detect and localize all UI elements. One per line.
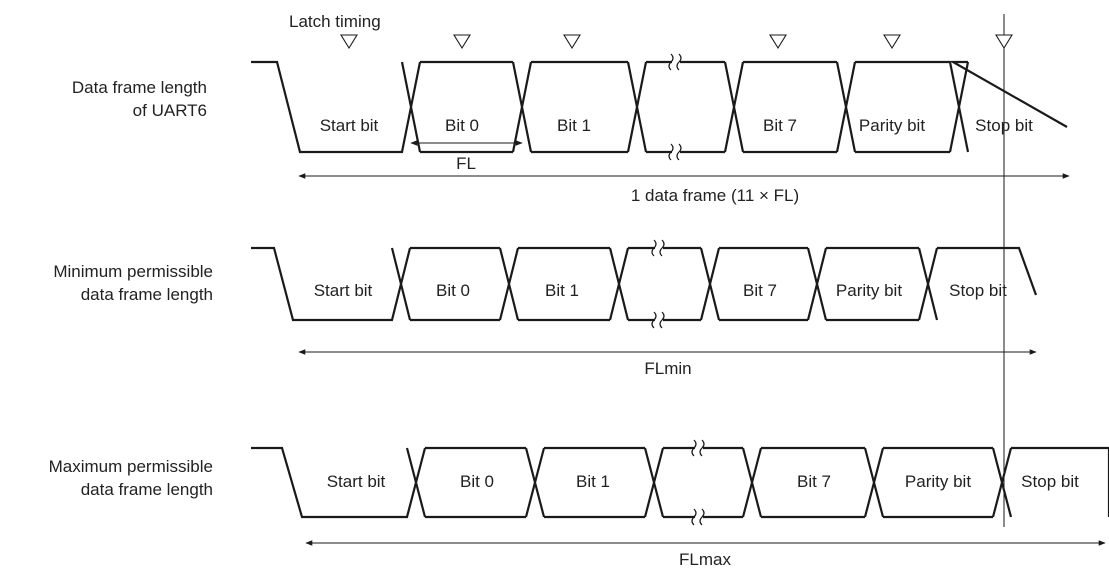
waveform-minimum xyxy=(251,239,1038,329)
latch-timing-label: Latch timing xyxy=(289,12,381,31)
break-mark xyxy=(668,143,674,161)
break-mark xyxy=(691,439,697,457)
row-label-minimum: Minimum permissible data frame length xyxy=(53,262,213,304)
bit-label-stop: Stop bit xyxy=(975,116,1033,135)
bit-crossing xyxy=(498,247,520,321)
bit-labels-minimum: Start bit Bit 0 Bit 1 Bit 7 Parity bit S… xyxy=(314,281,1007,300)
bit-crossing xyxy=(948,61,970,153)
bit-label-bit7: Bit 7 xyxy=(763,116,797,135)
latch-timing-triangle xyxy=(563,34,581,50)
bit-crossing xyxy=(991,447,1013,518)
bit-cell xyxy=(743,60,837,154)
bit-cell xyxy=(855,60,950,154)
row-label-maximum: Maximum permissible data frame length xyxy=(49,457,213,499)
bit-cell xyxy=(531,60,628,154)
fl-label: FL xyxy=(456,154,476,173)
bit-label-bit7: Bit 7 xyxy=(797,472,831,491)
bit-label-start: Start bit xyxy=(314,281,373,300)
bit-crossing xyxy=(400,61,422,153)
break-mark xyxy=(659,239,665,257)
latch-timing-marks xyxy=(340,34,1013,50)
bit-label-stop: Stop bit xyxy=(949,281,1007,300)
bit-crossing xyxy=(699,247,721,321)
bit-crossing xyxy=(806,247,828,321)
stop-bit-line xyxy=(1011,446,1109,517)
bit-label-start: Start bit xyxy=(327,472,386,491)
row-label-line: Maximum permissible xyxy=(49,457,213,476)
break-mark xyxy=(668,53,674,71)
bit-crossing xyxy=(741,447,763,518)
stop-bit-line xyxy=(948,60,1068,128)
bit-label-bit0: Bit 0 xyxy=(460,472,494,491)
bit-cell xyxy=(883,446,993,519)
break-mark xyxy=(651,311,657,329)
row-label-line: data frame length xyxy=(81,480,213,499)
bit-label-bit0: Bit 0 xyxy=(436,281,470,300)
bit-label-stop: Stop bit xyxy=(1021,472,1079,491)
bit-label-start: Start bit xyxy=(320,116,379,135)
latch-timing-triangle xyxy=(340,34,358,50)
latch-timing-triangle xyxy=(883,34,901,50)
waveform-maximum xyxy=(251,439,1109,526)
bit-crossing xyxy=(917,247,939,321)
bit-crossing xyxy=(626,61,648,153)
bit-cell xyxy=(410,246,500,322)
bit-label-bit1: Bit 1 xyxy=(545,281,579,300)
bit-label-parity: Parity bit xyxy=(836,281,902,300)
bit-crossing xyxy=(511,61,533,153)
bit-label-bit7: Bit 7 xyxy=(743,281,777,300)
bit-crossing xyxy=(863,447,885,518)
flmax-label: FLmax xyxy=(679,550,731,568)
bit-crossing xyxy=(390,247,412,321)
waveform-data-frame xyxy=(251,53,1068,161)
row-label-data-frame: Data frame length of UART6 xyxy=(72,78,207,120)
bit-crossing xyxy=(524,447,546,518)
break-mark xyxy=(699,439,705,457)
bit-cell xyxy=(761,446,865,519)
break-mark xyxy=(651,239,657,257)
bit-crossing xyxy=(723,61,745,153)
row-label-line: Data frame length xyxy=(72,78,207,97)
bit-cell xyxy=(420,60,513,154)
bit-labels-data-frame: Start bit Bit 0 Bit 1 Bit 7 Parity bit S… xyxy=(320,116,1033,135)
stop-bit-line xyxy=(937,246,1038,296)
bit-cell xyxy=(719,246,808,322)
bit-label-bit1: Bit 1 xyxy=(557,116,591,135)
row-label-line: Minimum permissible xyxy=(53,262,213,281)
break-mark xyxy=(691,508,697,526)
bit-crossing xyxy=(405,447,427,518)
bit-crossing xyxy=(608,247,630,321)
bit-label-bit0: Bit 0 xyxy=(445,116,479,135)
bit-cell xyxy=(518,246,610,322)
bit-crossing xyxy=(835,61,857,153)
bit-cell xyxy=(826,246,919,322)
bit-labels-maximum: Start bit Bit 0 Bit 1 Bit 7 Parity bit S… xyxy=(327,472,1079,491)
bit-label-bit1: Bit 1 xyxy=(576,472,610,491)
latch-timing-triangle xyxy=(995,34,1013,50)
break-mark xyxy=(676,53,682,71)
flmin-label: FLmin xyxy=(644,359,691,378)
data-frame-length-label: 1 data frame (11 × FL) xyxy=(631,186,799,205)
start-bit-edge xyxy=(251,60,422,154)
bit-label-parity: Parity bit xyxy=(859,116,925,135)
row-label-line: data frame length xyxy=(81,285,213,304)
latch-timing-triangle xyxy=(769,34,787,50)
break-mark xyxy=(676,143,682,161)
latch-timing-triangle xyxy=(453,34,471,50)
bit-cell xyxy=(544,446,645,519)
break-mark xyxy=(659,311,665,329)
row-label-line: of UART6 xyxy=(133,101,207,120)
break-mark xyxy=(699,508,705,526)
start-bit-edge xyxy=(251,246,412,322)
start-bit-edge xyxy=(251,446,427,519)
bit-label-parity: Parity bit xyxy=(905,472,971,491)
bit-crossing xyxy=(643,447,665,518)
bit-cell xyxy=(425,446,526,519)
